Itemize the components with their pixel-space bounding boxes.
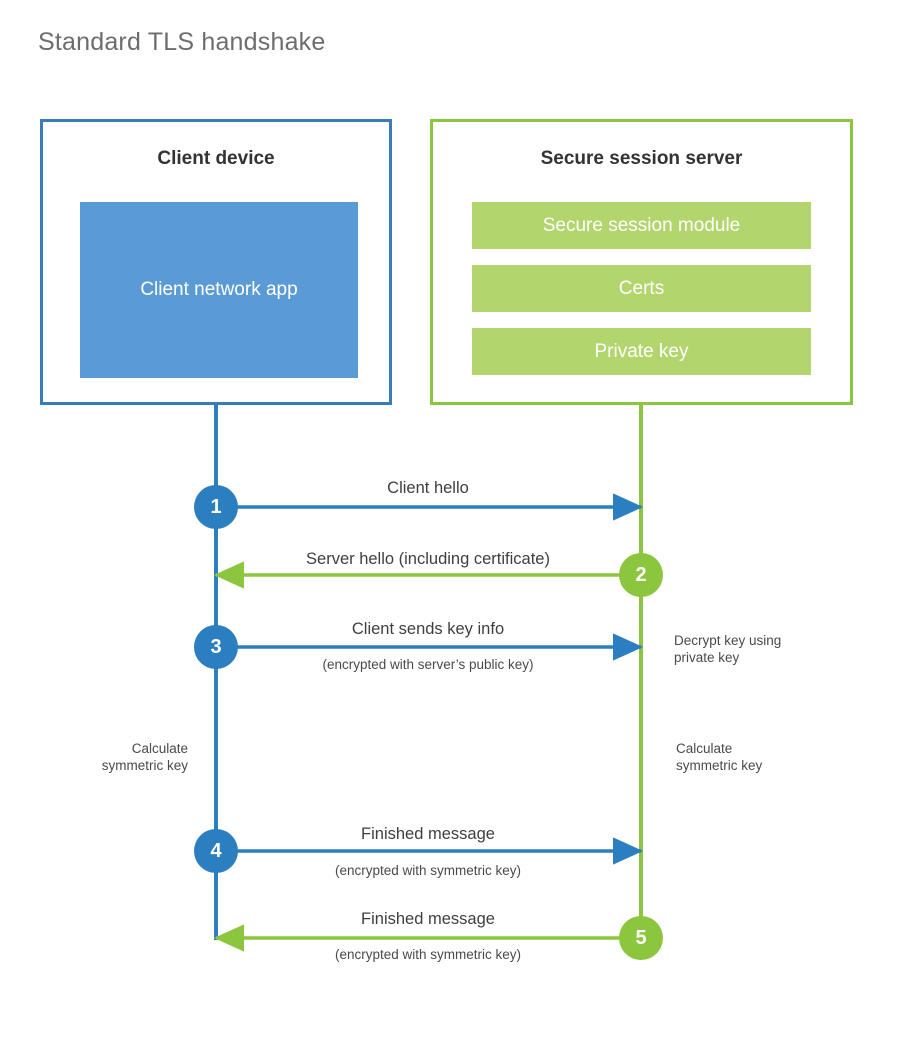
client-network-app-block: Client network app [80,202,358,378]
step-4-sublabel: (encrypted with symmetric key) [334,863,522,878]
note-server-calculate-symmetric-key: Calculate symmetric key [676,741,763,773]
secure-session-server-box: Secure session server Secure session mod… [430,119,853,405]
server-module-certs: Certs [472,265,811,312]
step-5-label: Finished message [361,910,495,928]
step-1-label: Client hello [387,479,469,497]
server-module-private-key: Private key [472,328,811,375]
note-client-calculate-symmetric-key: Calculate symmetric key [101,741,188,773]
step-5-sublabel: (encrypted with symmetric key) [334,947,522,962]
client-device-box: Client device Client network app [40,119,392,405]
step-marker-1[interactable]: 1 [194,485,238,529]
step-marker-5[interactable]: 5 [619,916,663,960]
client-device-title: Client device [157,148,275,169]
server-module-secure-session-module: Secure session module [472,202,811,249]
step-marker-4[interactable]: 4 [194,829,238,873]
step-marker-2[interactable]: 2 [619,553,663,597]
step-3-label: Client sends key info [351,620,505,638]
step-3-sublabel: (encrypted with server’s public key) [322,657,534,672]
step-2-label: Server hello (including certificate) [306,550,550,568]
note-decrypt-key: Decrypt key using private key [674,633,782,665]
step-4-label: Finished message [361,825,495,843]
step-marker-3[interactable]: 3 [194,625,238,669]
secure-session-server-title: Secure session server [540,148,743,169]
page-title: Standard TLS handshake [38,28,326,56]
